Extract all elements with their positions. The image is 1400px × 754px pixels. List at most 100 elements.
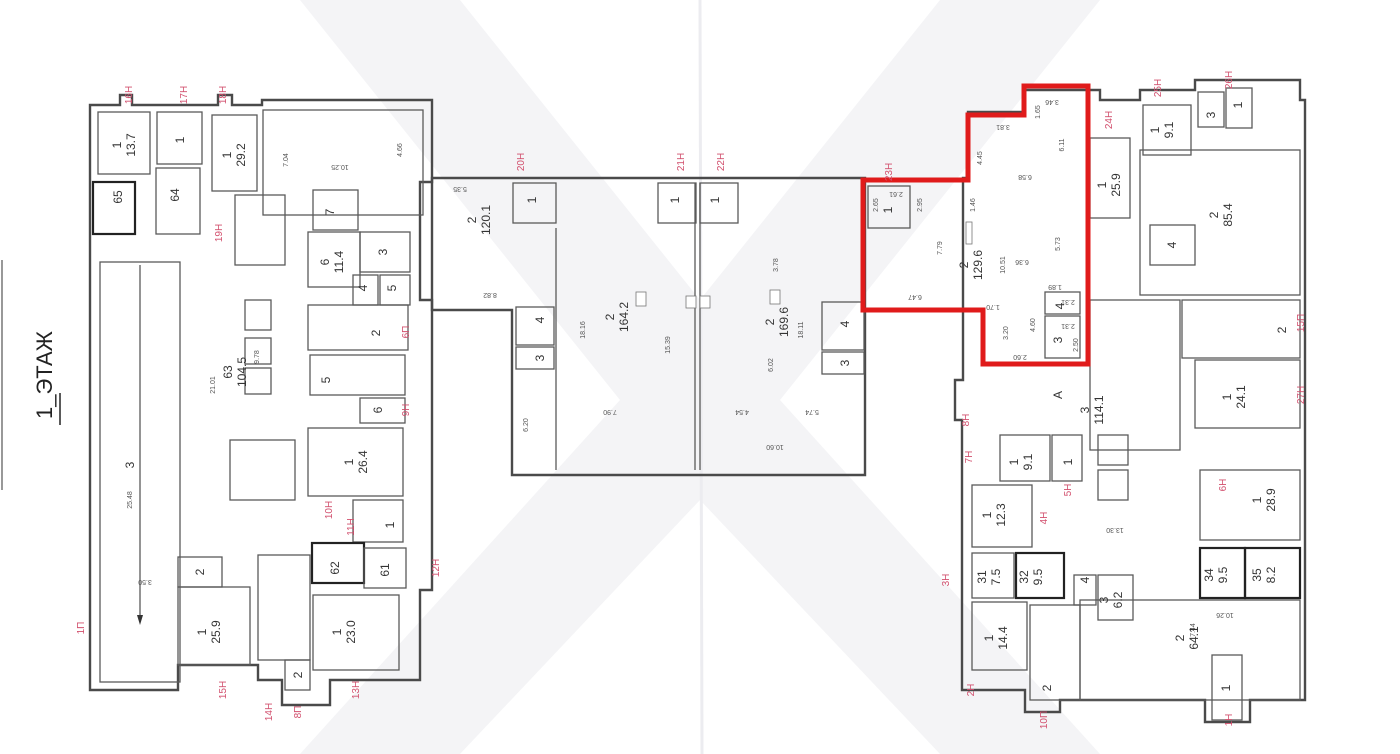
dimension-label: 1.70 [986,303,1000,310]
room: 2 [193,568,207,575]
room: 4 [356,284,370,291]
room: 1 [1061,458,1075,465]
room-area: 23.0 [344,620,358,644]
dimension-label: 7.90 [603,408,617,415]
room-number: 1 [1148,126,1162,133]
room-area: 129.6 [971,250,985,280]
dimension-label: 4.54 [735,408,749,415]
room-number: 6 [318,258,332,265]
room-number: 3 [1097,596,1111,603]
dimension-label: 10.25 [331,163,349,170]
right-block-walls [953,78,1307,724]
entrance-label: 15Н [218,681,229,699]
room-area: 120.1 [479,205,493,235]
room-number: 3 [838,359,852,366]
room-number: 2 [465,216,479,223]
room: 4 [1165,241,1179,248]
room: 3 [838,359,852,366]
room-number: 63 [221,365,235,379]
dimension-label: 3.50 [138,578,152,585]
entrance-label: 25Н [1153,79,1164,97]
room-number: 65 [111,190,125,204]
room: 1 [173,136,187,143]
room-area: 28.9 [1264,488,1278,512]
room-number: 1 [342,458,356,465]
room-number: 2 [291,671,305,678]
room-number: 1 [1231,101,1245,108]
entrance-label: 15П [1296,314,1307,332]
room: 3 [1204,111,1218,118]
room-number: 1 [1061,458,1075,465]
entrance-label: 17Н [179,86,190,104]
dimension-label: 3.20 [1003,326,1010,340]
middle-block-walls [430,176,867,477]
room: 3 [376,248,390,255]
room: 61 [378,563,392,577]
room-number: 2 [957,261,971,268]
room-number: 3 [533,354,547,361]
room-area: 114.1 [1092,395,1106,424]
dimensions-highlighted: 3.46 1.65 3.81 4.45 6.11 6.58 2.61 2.65 … [873,98,1080,360]
entrance-labels: 16Н 17Н 18Н 19Н 20Н 21Н 22Н 23Н 24Н 25Н … [76,71,1307,729]
entrance-label: 8П [293,706,304,719]
room-number: 31 [975,570,989,584]
floor-title-text: 1_ЭТАЖ [32,330,57,419]
room-area: 85.4 [1221,203,1235,227]
dimension-label: 21.01 [210,376,217,394]
room-number: 2 [1040,684,1054,691]
room: 3 [123,461,137,468]
room-number: 1 [1220,393,1234,400]
room-number: 7 [323,208,337,215]
dimension-label: 15.39 [665,336,672,354]
room-number: 4 [533,316,547,323]
room: 1 [1231,101,1245,108]
entrance-label: 19Н [214,224,225,242]
dimension-label: 25.48 [127,491,134,509]
dimensions-other: 10.25 7.04 4.66 25.48 3.50 21.01 9.78 8.… [127,143,1234,637]
highlighted-unit-interior [867,185,1081,359]
entrance-label: 9Н [401,404,412,417]
entrance-label: 23Н [884,163,895,181]
room-area: 12.3 [994,503,1008,527]
room-area: 26.4 [356,450,370,474]
room-number: 3 [1051,336,1065,343]
room-number: 3 [376,248,390,255]
room-area: 9.5 [1031,568,1045,585]
room-number: 1 [1219,684,1233,691]
room-number: 2 [1275,326,1289,333]
dimension-label: 4.45 [977,151,984,165]
room: 1 [708,196,722,203]
room-number: 5 [319,376,333,383]
highlighted-unit-outline[interactable] [860,83,1091,367]
dimension-label: 10.51 [1000,256,1007,274]
dimension-label: 1.46 [970,198,977,212]
room: 4 [533,316,547,323]
dimension-label: 5.74 [805,408,819,415]
room: 2 [291,671,305,678]
room: 3 [533,354,547,361]
room-area: 25.9 [1109,173,1123,197]
room-number: 32 [1017,570,1031,584]
entrance-label: 1Н [1224,714,1235,727]
room: 1 [383,521,397,528]
room-number: 4 [838,320,852,327]
dimension-label: 7.04 [283,153,290,167]
room-number: 1 [982,634,996,641]
dimension-label: 6.36 [1015,258,1029,265]
room-number: 1 [708,196,722,203]
room-number: 4 [1078,576,1092,583]
entrance-label: 13Н [351,681,362,699]
